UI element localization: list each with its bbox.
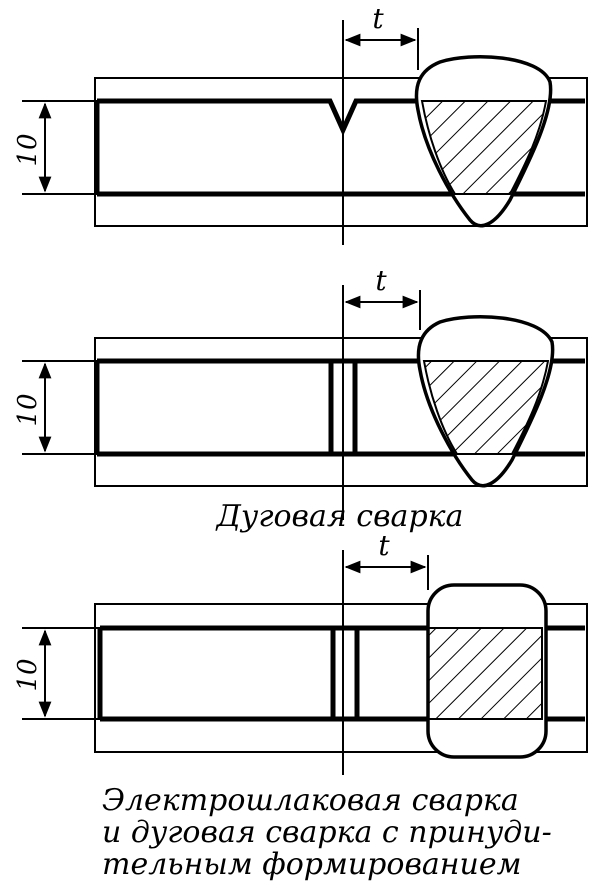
thickness-label: 10 — [13, 393, 43, 426]
weld-hatch — [420, 100, 548, 195]
diagram-1-v-groove: t 10 — [13, 2, 588, 245]
gap-label: t — [378, 529, 390, 562]
diagram-3-electroslag: t 10 Электрошлаковая сварка и дуговая св… — [13, 529, 588, 882]
caption-line-3: тельным формированием — [102, 847, 522, 882]
caption: Дуговая сварка — [215, 499, 464, 534]
gap-label: t — [375, 264, 387, 297]
caption-line-2: и дуговая сварка с принуди- — [102, 815, 552, 850]
gap-label: t — [372, 2, 384, 35]
weld-hatch — [422, 360, 550, 455]
diagram-2-arc-welding: t 10 Дуговая сварка — [13, 264, 588, 534]
caption-line-1: Электрошлаковая сварка — [102, 783, 519, 818]
weld-hatch — [427, 627, 543, 720]
outer-frame — [94, 603, 588, 753]
thickness-label: 10 — [13, 133, 43, 166]
thickness-label: 10 — [13, 658, 43, 691]
